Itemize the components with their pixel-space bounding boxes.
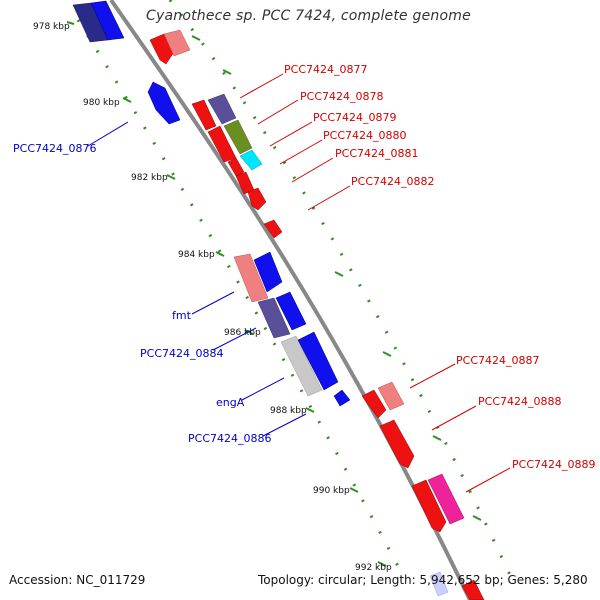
gene-feature[interactable] xyxy=(247,187,267,211)
scale-track-outer xyxy=(168,0,512,576)
gene-feature[interactable] xyxy=(297,331,339,391)
leader-line xyxy=(431,405,477,431)
leader-lines xyxy=(87,73,511,493)
tick-mark xyxy=(222,69,232,75)
gene-label[interactable]: engA xyxy=(216,396,245,409)
leader-line xyxy=(269,121,313,147)
gene-label[interactable]: PCC7424_0886 xyxy=(188,432,271,445)
gene-label[interactable]: PCC7424_0880 xyxy=(323,129,406,142)
gene-feature[interactable] xyxy=(361,389,387,419)
tick-label: 978 kbp xyxy=(33,22,70,32)
tick-mark xyxy=(66,21,75,25)
tick-label: 990 kbp xyxy=(313,486,350,496)
tick-mark xyxy=(349,487,359,493)
gene-label[interactable]: PCC7424_0882 xyxy=(351,175,434,188)
gene-feature[interactable] xyxy=(275,291,307,331)
leader-line xyxy=(241,377,285,401)
tick-label: 984 kbp xyxy=(178,250,215,260)
accession-text: Accession: NC_011729 xyxy=(9,573,146,587)
tick-mark xyxy=(191,35,201,41)
tick-mark xyxy=(334,271,344,277)
gene-feature[interactable] xyxy=(147,81,181,125)
gene-label[interactable]: PCC7424_0878 xyxy=(300,90,383,103)
gene-feature[interactable] xyxy=(379,419,415,469)
gene-feature[interactable] xyxy=(429,571,449,597)
gene-feature[interactable] xyxy=(223,119,253,155)
genome-summary-text: Topology: circular; Length: 5,942,652 bp… xyxy=(258,573,588,587)
gene-feature[interactable] xyxy=(90,0,125,41)
tick-mark xyxy=(215,251,225,257)
gene-feature[interactable] xyxy=(207,93,237,125)
gene-label[interactable]: PCC7424_0876 xyxy=(13,142,96,155)
tick-mark xyxy=(472,515,482,521)
gene-feature[interactable] xyxy=(377,381,405,411)
leader-line xyxy=(262,413,307,437)
gene-feature[interactable] xyxy=(257,297,291,339)
tick-label: 982 kbp xyxy=(131,173,168,183)
gene-label[interactable]: PCC7424_0887 xyxy=(456,354,539,367)
gene-label[interactable]: fmt xyxy=(172,309,192,322)
tick-mark xyxy=(432,435,442,441)
reverse-strand-features xyxy=(72,0,449,597)
forward-strand-features xyxy=(149,29,485,600)
leader-line xyxy=(307,185,351,211)
gene-feature[interactable] xyxy=(411,479,447,533)
gene-label[interactable]: PCC7424_0884 xyxy=(140,347,223,360)
gene-feature[interactable] xyxy=(227,157,245,177)
tick-mark xyxy=(382,351,392,357)
tick-mark xyxy=(377,561,387,567)
genome-title: Cyanothece sp. PCC 7424, complete genome xyxy=(146,8,471,24)
leader-line xyxy=(465,467,511,493)
tick-label: 986 kbp xyxy=(224,328,261,338)
tick-labels: 978 kbp 980 kbp 982 kbp 984 kbp 986 kbp … xyxy=(33,22,392,573)
gene-feature[interactable] xyxy=(263,219,283,239)
leader-line xyxy=(239,73,284,99)
tick-label: 992 kbp xyxy=(355,563,392,573)
tick-label: 988 kbp xyxy=(270,406,307,416)
gene-feature[interactable] xyxy=(427,473,465,525)
tick-mark xyxy=(122,97,132,103)
leader-line xyxy=(257,99,299,125)
forward-gene-labels: PCC7424_0877 PCC7424_0878 PCC7424_0879 P… xyxy=(284,63,595,471)
gene-feature[interactable] xyxy=(280,335,323,397)
tick-marks xyxy=(66,21,482,567)
gene-feature[interactable] xyxy=(233,253,269,303)
leader-line xyxy=(279,139,323,165)
gene-feature[interactable] xyxy=(333,389,351,407)
gene-feature[interactable] xyxy=(191,99,217,131)
gene-feature[interactable] xyxy=(461,579,485,600)
gene-label[interactable]: PCC7424_0877 xyxy=(284,63,367,76)
gene-label[interactable]: PCC7424_0881 xyxy=(335,147,418,160)
leader-line xyxy=(409,363,456,389)
reverse-gene-labels: PCC7424_0876 fmt PCC7424_0884 engA PCC74… xyxy=(13,142,271,445)
tick-mark xyxy=(166,174,176,180)
gene-label[interactable]: PCC7424_0879 xyxy=(313,111,396,124)
leader-line xyxy=(87,121,129,147)
leader-line xyxy=(191,291,235,315)
leader-line xyxy=(212,327,257,351)
gene-label[interactable]: PCC7424_0888 xyxy=(478,395,561,408)
gene-feature[interactable] xyxy=(239,149,263,171)
gene-feature[interactable] xyxy=(253,251,283,293)
gene-feature[interactable] xyxy=(163,29,191,57)
leader-line xyxy=(291,157,334,183)
gene-label[interactable]: PCC7424_0889 xyxy=(512,458,595,471)
tick-label: 980 kbp xyxy=(83,98,120,108)
tick-mark xyxy=(305,407,315,413)
